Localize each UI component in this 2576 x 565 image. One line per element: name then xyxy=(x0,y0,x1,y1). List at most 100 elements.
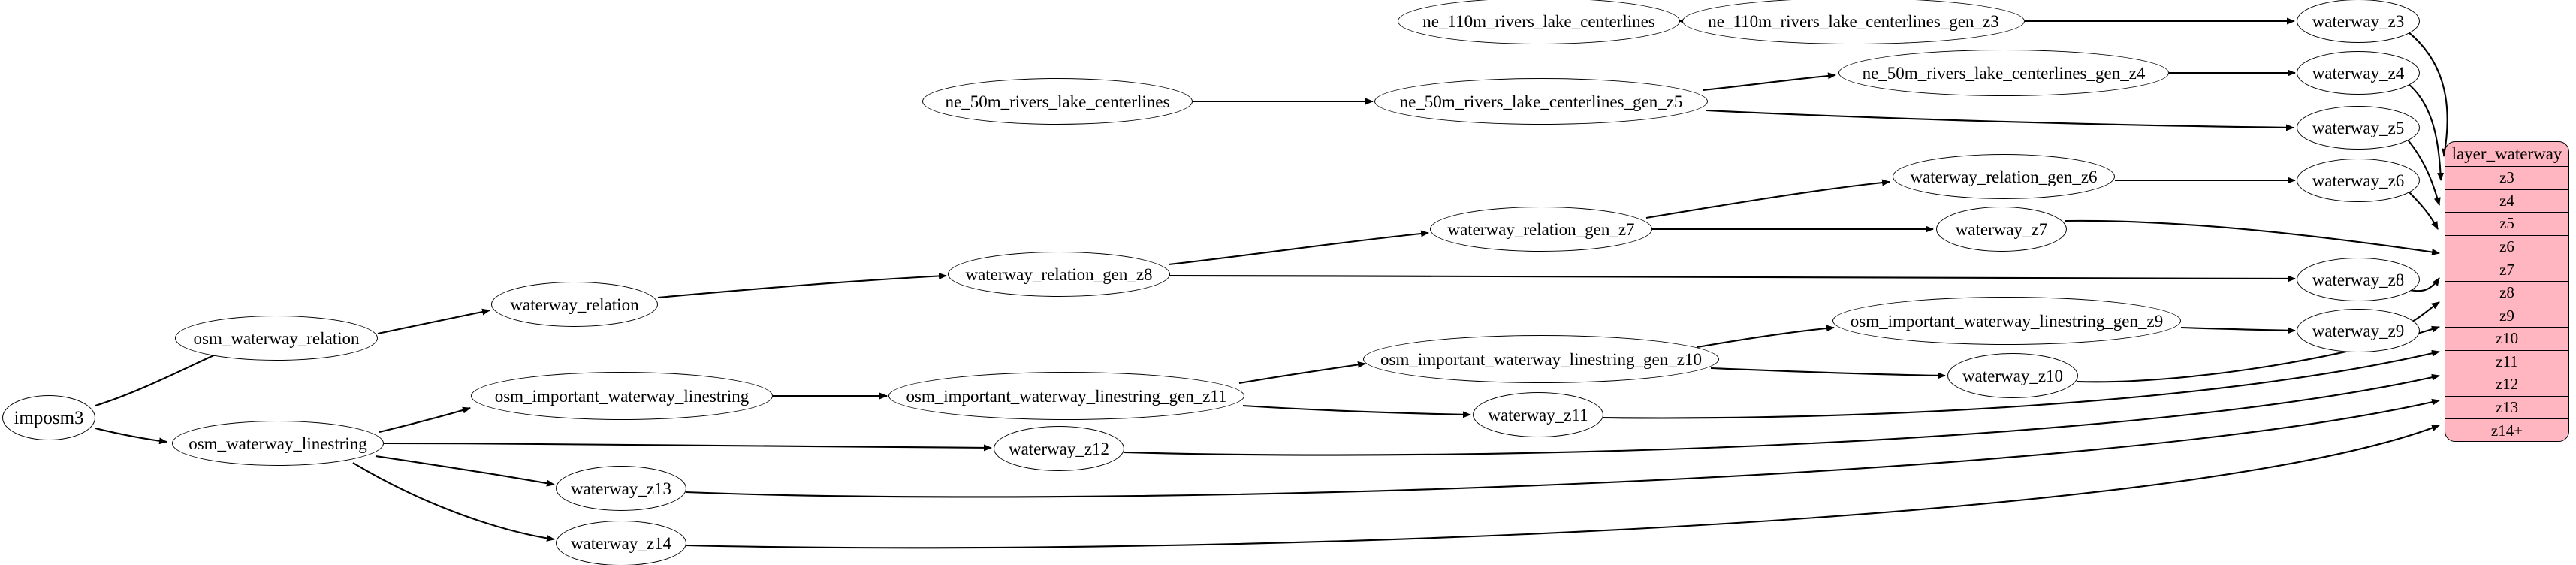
node-osm_important_waterway_linestring[interactable]: osm_important_waterway_linestring xyxy=(471,372,773,420)
node-label: waterway_z7 xyxy=(1955,219,2048,239)
node-waterway_z3[interactable]: waterway_z3 xyxy=(2297,0,2420,43)
node-imposm3[interactable]: imposm3 xyxy=(2,395,95,440)
edge-waterway_relation_gen_z8-to-waterway_relation_gen_z7 xyxy=(1168,230,1429,266)
edge-osm_waterway_linestring-to-osm_important_waterway_linestring xyxy=(379,406,471,434)
edge-waterway_relation_gen_z7-to-waterway_relation_gen_z6 xyxy=(1645,179,1890,219)
layer-waterway-row-z8[interactable]: z8 xyxy=(2445,282,2568,305)
node-label: ne_50m_rivers_lake_centerlines_gen_z4 xyxy=(1862,63,2146,83)
node-osm_waterway_relation[interactable]: osm_waterway_relation xyxy=(175,316,378,361)
layer-waterway-row-z9[interactable]: z9 xyxy=(2445,304,2568,328)
node-label: ne_50m_rivers_lake_centerlines_gen_z5 xyxy=(1399,92,1683,111)
node-label: waterway_z3 xyxy=(2312,11,2405,31)
node-waterway_z9[interactable]: waterway_z9 xyxy=(2297,309,2420,352)
edge-osm_important_waterway_linestring_gen_z10-to-waterway_z10 xyxy=(1710,367,1946,379)
node-label: waterway_relation_gen_z8 xyxy=(965,264,1153,284)
edge-osm_waterway_relation-to-waterway_relation xyxy=(377,308,490,335)
node-label: waterway_z9 xyxy=(2312,321,2405,340)
node-waterway_relation[interactable]: waterway_relation xyxy=(491,282,658,327)
edge-waterway_z4-to-tbl_z4 xyxy=(2408,83,2445,181)
edge-osm_important_waterway_linestring_gen_z9-to-waterway_z9 xyxy=(2180,326,2296,334)
node-osm_waterway_linestring[interactable]: osm_waterway_linestring xyxy=(172,421,384,466)
edge-ne_50m_rivers_lake_centerlines_gen_z5-to-ne_50m_rivers_lake_centerlines_gen_z4 xyxy=(1703,72,1836,92)
node-ne_50m_rivers_lake_centerlines_gen_z4[interactable]: ne_50m_rivers_lake_centerlines_gen_z4 xyxy=(1838,50,2169,96)
edge-waterway_z13-to-tbl_z13 xyxy=(685,398,2440,498)
node-waterway_relation_gen_z8[interactable]: waterway_relation_gen_z8 xyxy=(948,252,1170,297)
node-label: osm_important_waterway_linestring_gen_z1… xyxy=(906,386,1227,406)
node-label: osm_waterway_relation xyxy=(193,328,360,348)
layer-waterway-row-z11[interactable]: z11 xyxy=(2445,351,2568,374)
edge-waterway_z5-to-tbl_z5 xyxy=(2406,138,2441,206)
edge-osm_waterway_linestring-to-waterway_z13 xyxy=(375,455,555,487)
node-label: waterway_z6 xyxy=(2312,171,2405,190)
layer-waterway-row-z10[interactable]: z10 xyxy=(2445,328,2568,351)
layer-waterway-row-z5[interactable]: z5 xyxy=(2445,213,2568,236)
edge-waterway_z12-to-tbl_z12 xyxy=(1123,373,2440,456)
layer-waterway-table-title: layer_waterway xyxy=(2445,142,2568,167)
edge-waterway_z9-to-tbl_z9 xyxy=(2412,301,2440,322)
node-label: waterway_z11 xyxy=(1488,405,1588,425)
node-label: osm_important_waterway_linestring xyxy=(494,386,750,406)
node-osm_important_waterway_linestring_gen_z10[interactable]: osm_important_waterway_linestring_gen_z1… xyxy=(1363,335,1719,383)
edge-ne_50m_rivers_lake_centerlines_gen_z5-to-waterway_z5 xyxy=(1706,109,2294,131)
node-label: imposm3 xyxy=(14,407,84,428)
node-waterway_relation_gen_z6[interactable]: waterway_relation_gen_z6 xyxy=(1893,154,2115,199)
node-label: waterway_z13 xyxy=(570,479,672,498)
layer-waterway-row-z7[interactable]: z7 xyxy=(2445,258,2568,282)
node-label: waterway_z8 xyxy=(2312,270,2405,289)
node-label: waterway_relation xyxy=(510,295,639,314)
node-waterway_z13[interactable]: waterway_z13 xyxy=(556,466,686,511)
node-label: ne_110m_rivers_lake_centerlines xyxy=(1422,11,1655,31)
edge-waterway_z3-to-tbl_z3 xyxy=(2407,31,2449,157)
edge-osm_important_waterway_linestring_gen_z11-to-waterway_z11 xyxy=(1242,404,1471,418)
edge-osm_waterway_linestring-to-waterway_z14 xyxy=(352,462,555,542)
node-label: waterway_z5 xyxy=(2312,118,2405,137)
node-label: waterway_relation_gen_z6 xyxy=(1910,167,2098,186)
node-waterway_z10[interactable]: waterway_z10 xyxy=(1947,353,2078,398)
node-osm_important_waterway_linestring_gen_z11[interactable]: osm_important_waterway_linestring_gen_z1… xyxy=(888,372,1244,420)
node-ne_50m_rivers_lake_centerlines_gen_z5[interactable]: ne_50m_rivers_lake_centerlines_gen_z5 xyxy=(1374,78,1708,125)
edge-osm_waterway_linestring-to-waterway_z12 xyxy=(383,442,992,452)
edge-waterway_z8-to-tbl_z8 xyxy=(2409,277,2440,292)
node-waterway_z7[interactable]: waterway_z7 xyxy=(1936,207,2067,252)
node-ne_110m_rivers_lake_centerlines_gen_z3[interactable]: ne_110m_rivers_lake_centerlines_gen_z3 xyxy=(1682,0,2025,44)
node-label: waterway_z10 xyxy=(1962,366,2064,385)
node-label: waterway_z12 xyxy=(1008,439,1110,458)
node-label: waterway_relation_gen_z7 xyxy=(1447,219,1635,239)
layer-waterway-row-z6[interactable]: z6 xyxy=(2445,236,2568,259)
edge-waterway_relation_gen_z8-to-waterway_z8 xyxy=(1169,274,2296,282)
node-label: ne_50m_rivers_lake_centerlines xyxy=(945,92,1170,111)
edge-osm_important_waterway_linestring_gen_z11-to-osm_important_waterway_linestring_gen_z10 xyxy=(1238,361,1366,385)
edge-waterway_z11-to-tbl_z11 xyxy=(1602,349,2440,419)
edge-waterway_z6-to-tbl_z6 xyxy=(2407,190,2439,230)
node-label: waterway_z4 xyxy=(2312,63,2405,83)
edge-imposm3-to-osm_waterway_relation xyxy=(95,349,226,407)
edge-imposm3-to-osm_waterway_linestring xyxy=(95,427,167,445)
node-label: waterway_z14 xyxy=(570,533,672,553)
edge-waterway_z7-to-tbl_z7 xyxy=(2065,219,2440,255)
layer-waterway-row-z4[interactable]: z4 xyxy=(2445,190,2568,213)
node-ne_110m_rivers_lake_centerlines[interactable]: ne_110m_rivers_lake_centerlines xyxy=(1398,0,1680,44)
node-waterway_z4[interactable]: waterway_z4 xyxy=(2297,51,2420,95)
layer-waterway-row-z14+[interactable]: z14+ xyxy=(2490,421,2523,440)
layer-waterway-row-z3[interactable]: z3 xyxy=(2445,167,2568,190)
edge-waterway_relation-to-waterway_relation_gen_z8 xyxy=(657,273,947,299)
node-ne_50m_rivers_lake_centerlines[interactable]: ne_50m_rivers_lake_centerlines xyxy=(922,78,1193,125)
node-label: ne_110m_rivers_lake_centerlines_gen_z3 xyxy=(1708,11,1999,31)
edge-osm_important_waterway_linestring_gen_z10-to-osm_important_waterway_linestring_gen_z9 xyxy=(1697,325,1835,349)
node-waterway_relation_gen_z7[interactable]: waterway_relation_gen_z7 xyxy=(1430,207,1652,252)
node-waterway_z11[interactable]: waterway_z11 xyxy=(1473,392,1603,437)
node-waterway_z12[interactable]: waterway_z12 xyxy=(994,426,1124,471)
node-label: osm_waterway_linestring xyxy=(189,434,367,453)
node-waterway_z14[interactable]: waterway_z14 xyxy=(556,521,686,565)
layer-waterway-row-z13[interactable]: z13 xyxy=(2445,397,2568,420)
node-osm_important_waterway_linestring_gen_z9[interactable]: osm_important_waterway_linestring_gen_z9 xyxy=(1832,297,2181,345)
node-waterway_z6[interactable]: waterway_z6 xyxy=(2297,159,2420,202)
node-waterway_z5[interactable]: waterway_z5 xyxy=(2297,106,2420,150)
node-waterway_z8[interactable]: waterway_z8 xyxy=(2297,258,2420,301)
node-label: osm_important_waterway_linestring_gen_z1… xyxy=(1380,349,1702,369)
node-label: osm_important_waterway_linestring_gen_z9 xyxy=(1850,311,2164,331)
layer-waterway-row-z12[interactable]: z12 xyxy=(2445,373,2568,397)
